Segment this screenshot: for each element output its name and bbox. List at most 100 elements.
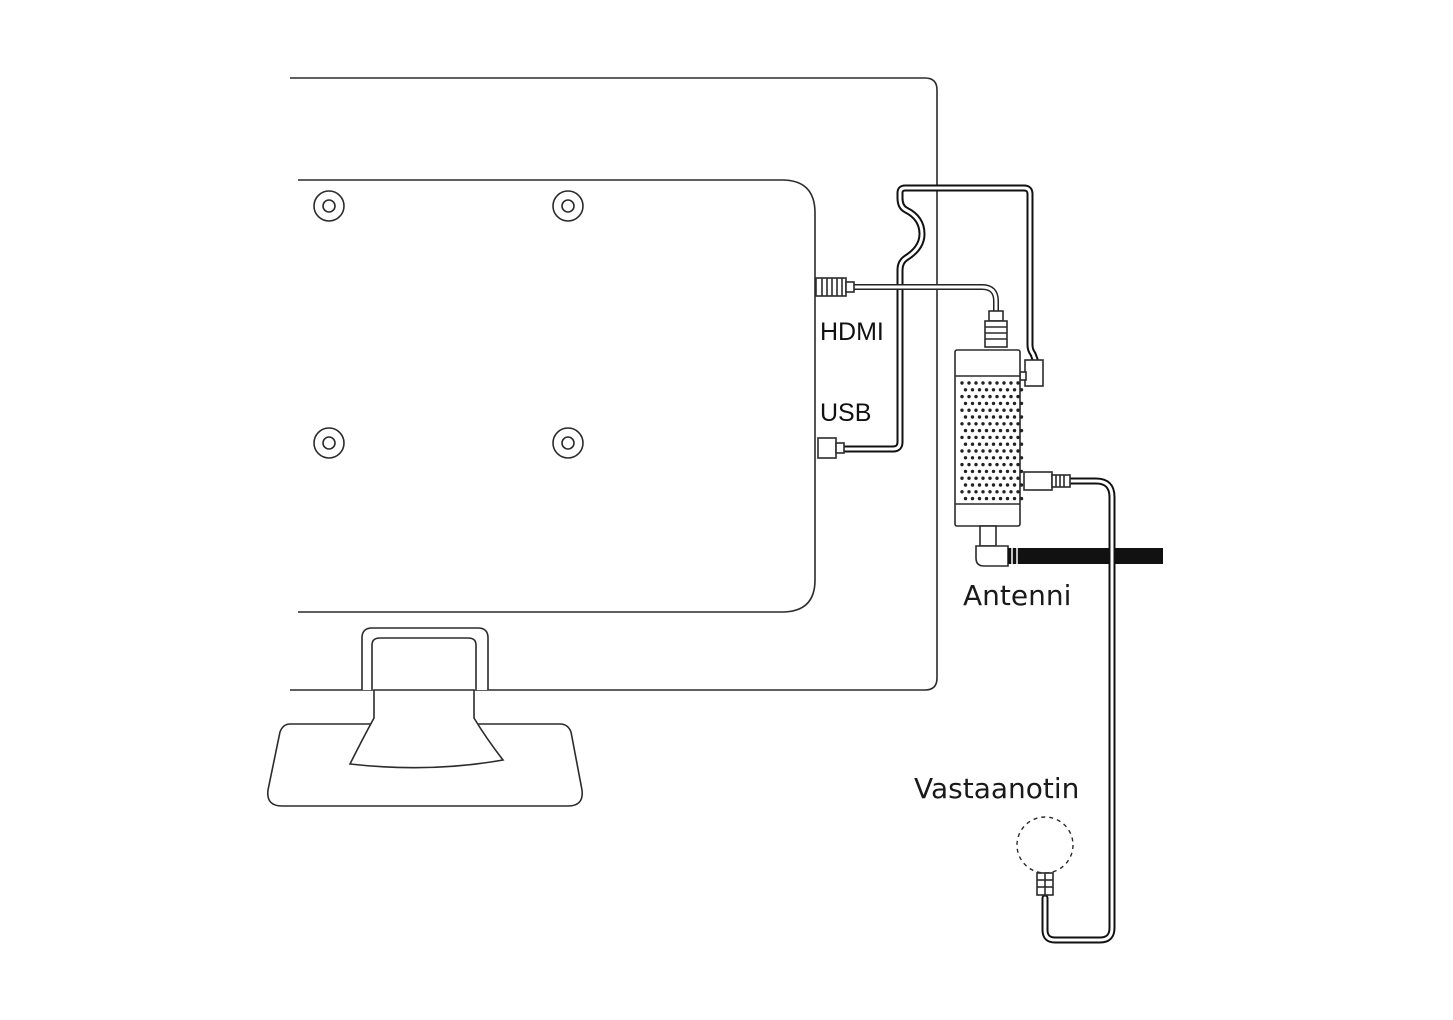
receiver-label: Vastaanotin (914, 772, 1079, 805)
vent-hole (981, 435, 985, 440)
vent-hole (988, 408, 992, 412)
vent-hole (988, 462, 992, 467)
vent-hole (1005, 456, 1010, 460)
vent-hole (960, 422, 964, 426)
vesa-mount-hole-icon (552, 427, 584, 459)
vent-hole (981, 476, 985, 480)
vent-hole (998, 388, 1003, 392)
vent-hole (995, 490, 999, 494)
tv-back-outline (290, 77, 938, 691)
vent-hole (1005, 496, 1010, 501)
vent-hole (988, 435, 992, 440)
vent-hole (967, 462, 971, 467)
vesa-mount-hole-icon (552, 190, 584, 222)
vesa-mount-hole-icon (313, 427, 345, 459)
usb-right-angle-plug-icon (1019, 359, 1044, 387)
vent-hole (998, 483, 1003, 487)
vent-hole (977, 469, 982, 474)
vent-hole (977, 456, 982, 460)
vent-hole (1012, 469, 1017, 474)
vent-hole (974, 422, 978, 426)
vent-hole (991, 388, 996, 392)
vent-hole (1016, 462, 1020, 467)
vent-hole (970, 483, 975, 487)
vent-hole (984, 428, 989, 433)
vent-hole (981, 408, 985, 412)
vent-hole (1016, 449, 1020, 453)
vent-hole (970, 469, 975, 474)
usb-label: USB (820, 399, 871, 427)
vent-hole (998, 428, 1003, 433)
vent-hole (988, 422, 992, 426)
vent-hole (1002, 435, 1006, 440)
vent-hole (1002, 381, 1006, 385)
vent-hole (1002, 422, 1006, 426)
vent-hole (998, 456, 1003, 460)
vent-hole (1012, 415, 1017, 419)
vent-hole (970, 415, 975, 419)
vent-hole (967, 490, 971, 494)
receiver-plug-icon (1023, 471, 1071, 491)
vent-hole (974, 462, 978, 467)
vent-hole (991, 428, 996, 433)
vent-hole (974, 435, 978, 440)
vent-hole (970, 428, 975, 433)
vent-hole (995, 476, 999, 480)
vent-hole (991, 496, 996, 501)
vent-hole (1012, 442, 1017, 446)
vent-hole (970, 401, 975, 406)
vent-hole (1005, 442, 1010, 446)
vent-hole (998, 496, 1003, 501)
vent-hole (977, 401, 982, 406)
vent-hole (1005, 388, 1010, 392)
vent-hole (963, 442, 968, 446)
vent-hole (1012, 428, 1017, 433)
vent-hole (1019, 456, 1024, 460)
vent-hole (970, 496, 975, 501)
vent-hole (1009, 381, 1013, 385)
vent-hole (960, 449, 964, 453)
vent-hole (1019, 496, 1024, 501)
receiver-cable (1041, 477, 1116, 944)
vent-hole (977, 442, 982, 446)
vent-hole (967, 422, 971, 426)
vent-hole (977, 388, 982, 392)
vent-hole (1019, 428, 1024, 433)
vent-hole (977, 496, 982, 501)
usb-tv-tuner-stick (954, 349, 1024, 527)
vent-hole (963, 469, 968, 474)
vent-hole (1009, 490, 1013, 494)
vent-hole (1009, 408, 1013, 412)
vesa-mount-hole-icon (313, 190, 345, 222)
vent-hole (995, 408, 999, 412)
vent-hole (1012, 496, 1017, 501)
vent-hole (981, 490, 985, 494)
vent-hole (981, 394, 985, 399)
vent-hole (1016, 476, 1020, 480)
vent-hole (1012, 483, 1017, 487)
vent-hole (1002, 476, 1006, 480)
vent-hole (1019, 401, 1024, 406)
vent-hole (974, 394, 978, 399)
vent-hole (981, 449, 985, 453)
vent-hole (1016, 490, 1020, 494)
vent-hole (1016, 422, 1020, 426)
vent-hole (960, 462, 964, 467)
vent-hole (1009, 422, 1013, 426)
antenna-connector (975, 525, 1163, 567)
vent-hole (974, 408, 978, 412)
vent-hole (998, 415, 1003, 419)
vent-hole (984, 469, 989, 474)
tv-stand (266, 627, 584, 807)
vent-hole (991, 442, 996, 446)
vent-hole (1016, 435, 1020, 440)
vent-hole (974, 490, 978, 494)
vent-hole (1002, 394, 1006, 399)
vent-hole (995, 449, 999, 453)
vent-hole (967, 476, 971, 480)
vent-hole (981, 422, 985, 426)
vent-hole (1002, 449, 1006, 453)
vent-hole (981, 462, 985, 467)
vent-hole (960, 408, 964, 412)
